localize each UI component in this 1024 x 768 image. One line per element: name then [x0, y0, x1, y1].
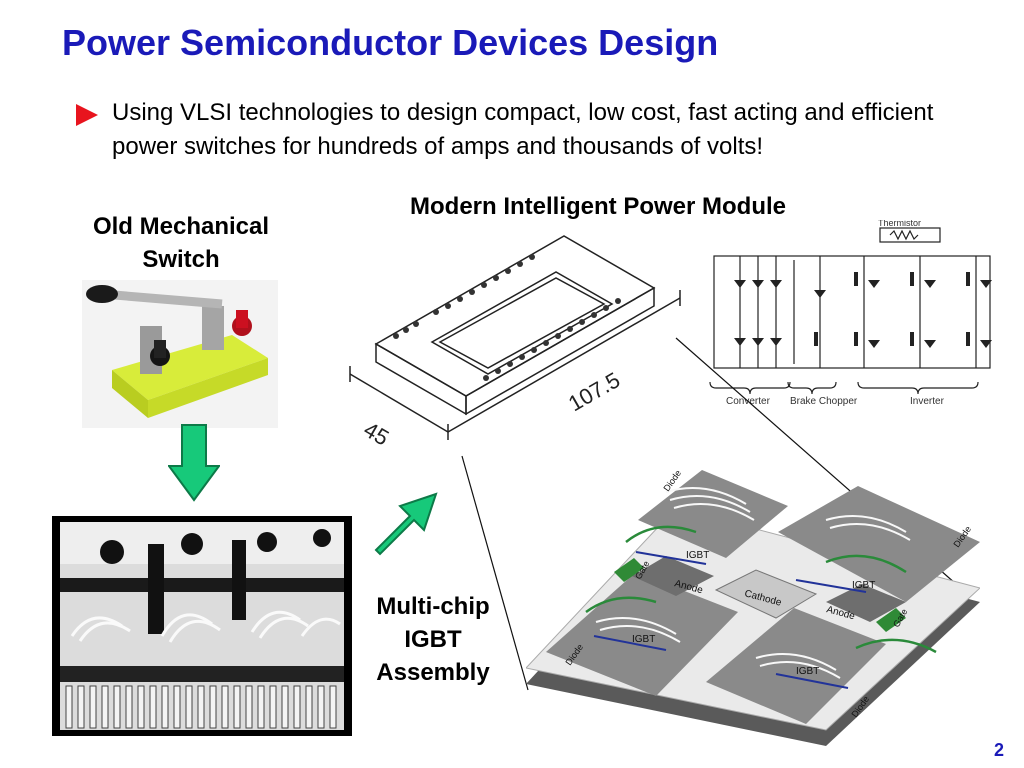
igbt-label: IGBT	[686, 550, 709, 561]
inverter-label: Inverter	[910, 396, 945, 407]
igbt-label: IGBT	[852, 580, 875, 591]
green-down-arrow-icon	[168, 424, 220, 502]
red-triangle-icon	[76, 104, 98, 126]
brake-chopper-label: Brake Chopper	[790, 396, 858, 407]
bw-chip-photo	[52, 516, 352, 736]
igbt-assembly-render: Diode Diode Diode Diode IGBT IGBT IGBT I…	[526, 468, 980, 746]
mechanical-switch-image	[82, 280, 278, 428]
old-switch-label: Old Mechanical Switch	[92, 213, 270, 273]
page-number: 2	[993, 740, 1004, 760]
thermistor-label: Thermistor	[878, 220, 921, 228]
bullet-text: Using VLSI technologies to design compac…	[112, 99, 934, 160]
module-label: Modern Intelligent Power Module	[410, 193, 787, 220]
multichip-label: Multi-chip IGBT Assembly	[376, 593, 490, 686]
igbt-label: IGBT	[632, 634, 655, 645]
slide-title: Power Semiconductor Devices Design	[62, 22, 719, 63]
power-module-drawing: 45 107.5	[349, 235, 681, 451]
igbt-label: IGBT	[796, 666, 819, 677]
green-up-right-arrow-icon	[374, 492, 438, 556]
